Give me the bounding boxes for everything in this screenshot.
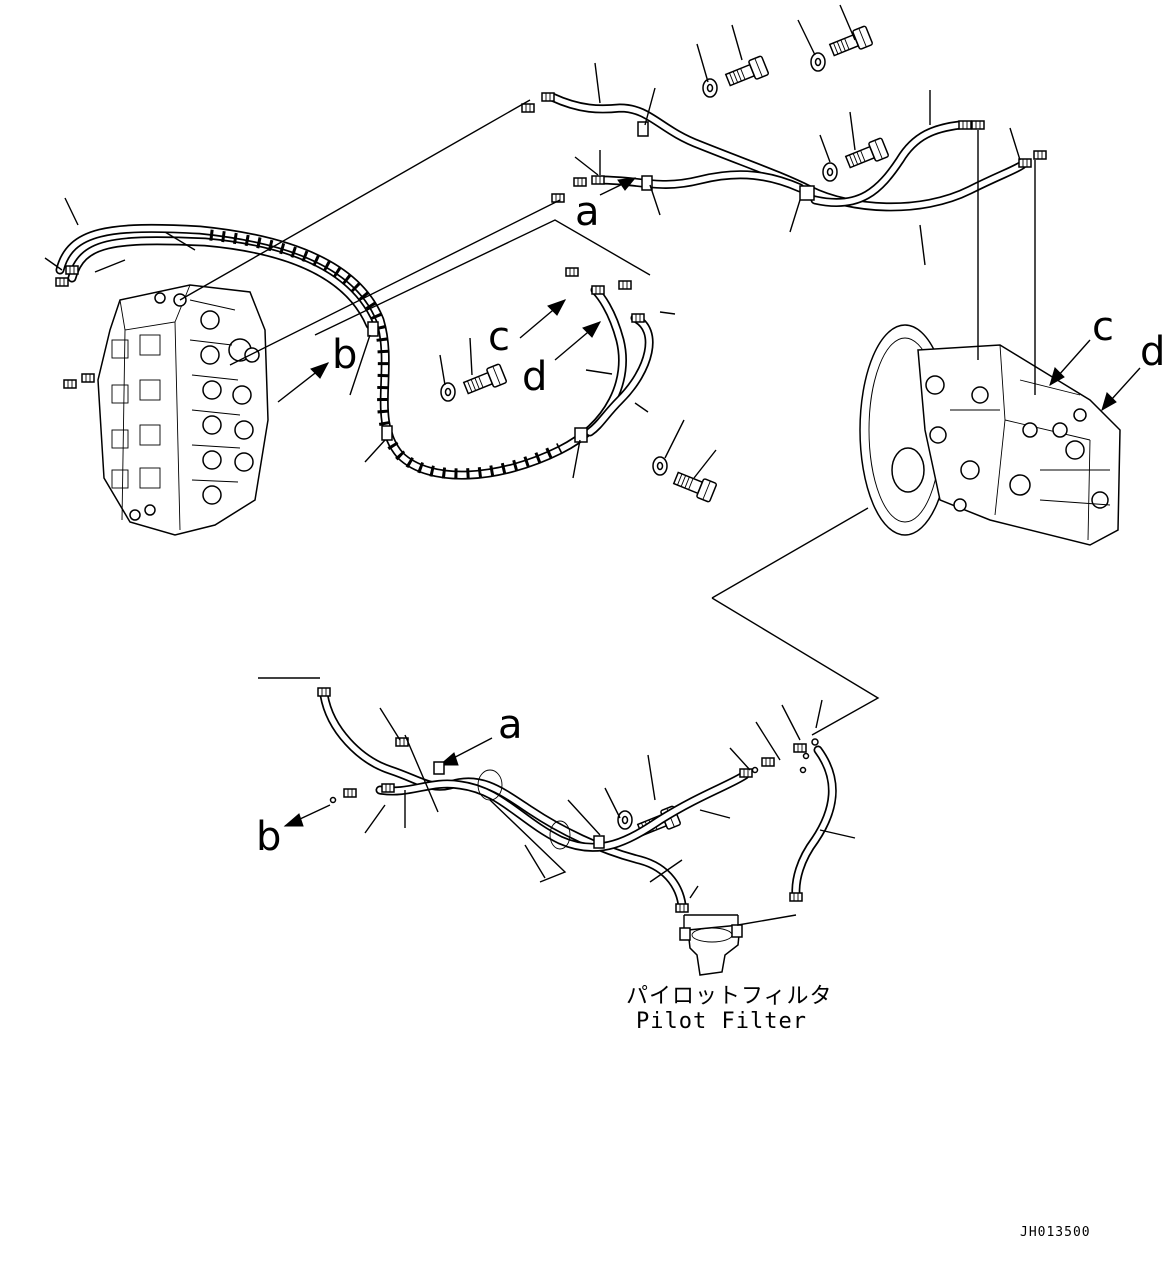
leader-lines: [44, 4, 1036, 479]
control-valve-icon: [97, 284, 269, 536]
lower-pilot-hose-assembly: [317, 687, 837, 913]
pilot-filter-icon: [679, 914, 797, 976]
callout-d-pump: d: [1140, 329, 1163, 375]
callout-a-lower: a: [498, 702, 523, 748]
pilot-filter-caption-en: Pilot Filter: [636, 1009, 807, 1034]
clamp-icon: [593, 835, 605, 849]
reference-line: [711, 507, 880, 736]
callout-arrows: [277, 177, 1141, 827]
clamp-icon: [433, 761, 445, 775]
clamp-icon: [367, 121, 815, 443]
callout-b-upper: b: [332, 332, 357, 378]
callout-a-upper: a: [575, 189, 600, 235]
hydraulic-pump-icon: [859, 324, 1121, 546]
callout-d-upper: d: [522, 354, 547, 400]
callout-c-upper: c: [488, 314, 510, 360]
leader-lines-lower: [258, 677, 856, 899]
pilot-filter-caption-jp: パイロットフィルタ: [626, 984, 833, 1009]
drawing-code: JH013500: [1020, 1225, 1091, 1240]
callout-b-lower: b: [256, 814, 281, 860]
callout-c-pump: c: [1092, 304, 1114, 350]
